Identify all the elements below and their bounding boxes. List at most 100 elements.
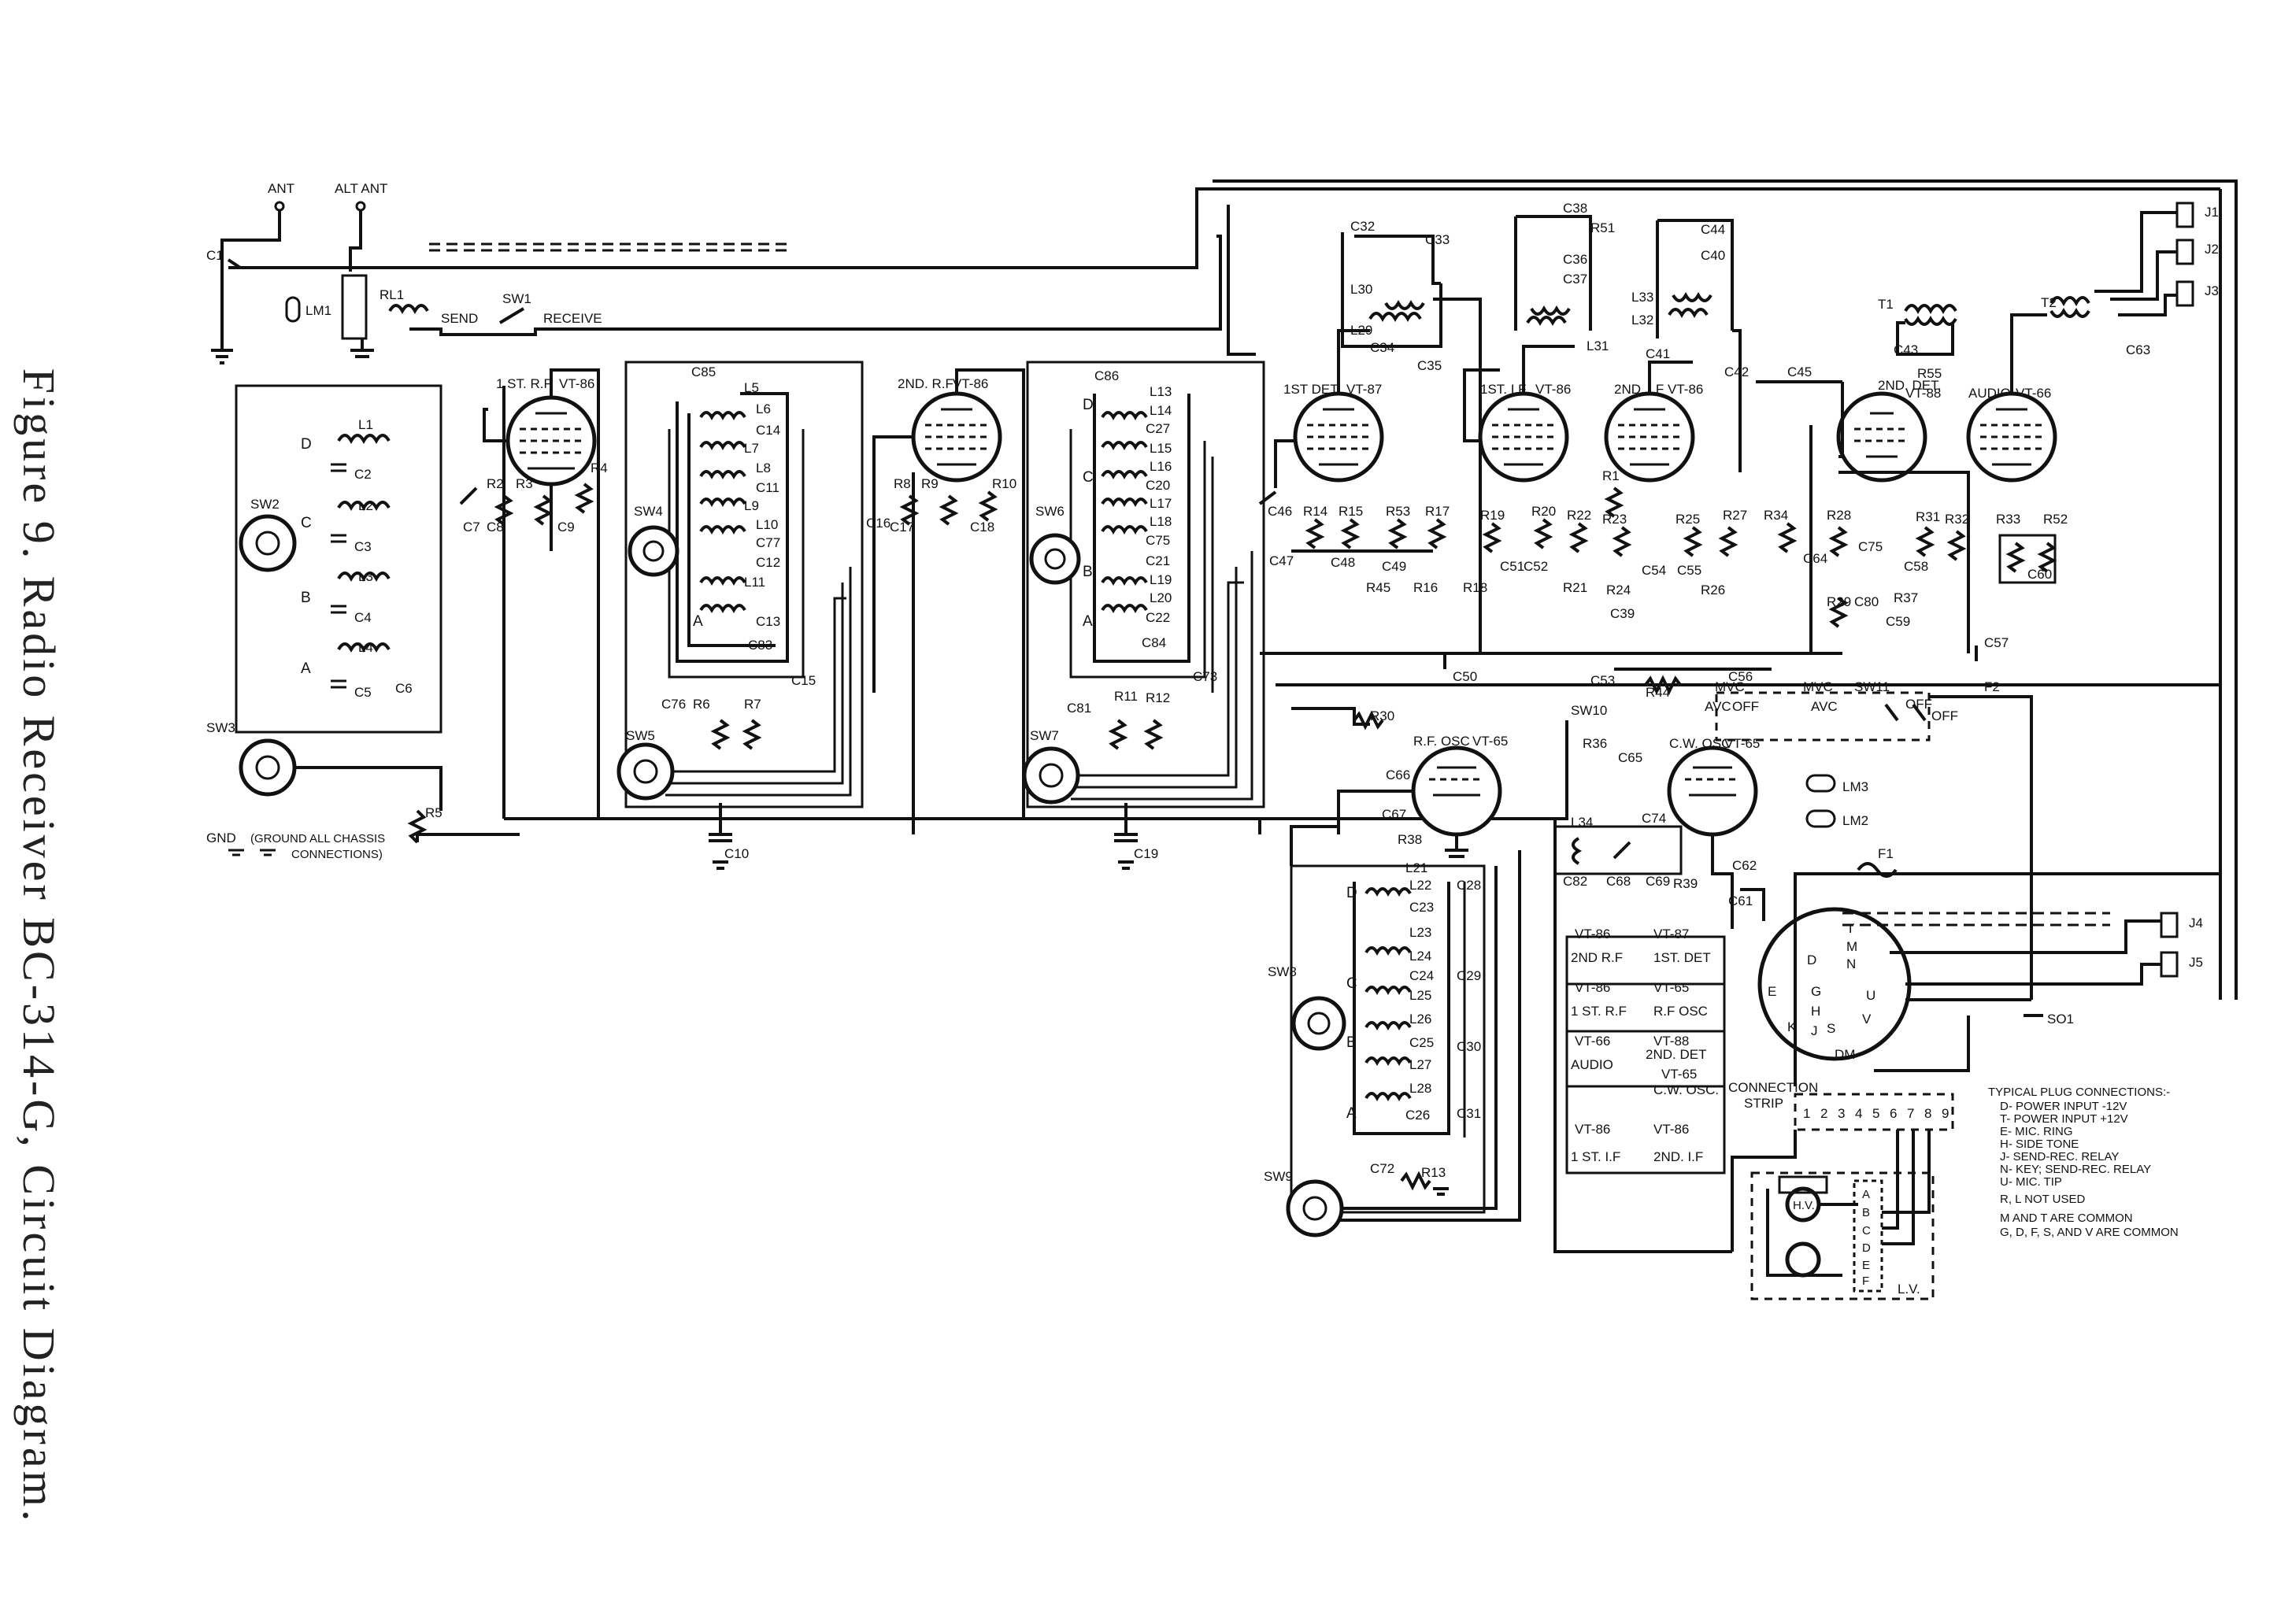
r33-label: R33 bbox=[1996, 512, 2020, 527]
l13-label: L13 bbox=[1150, 384, 1172, 399]
connection-strip-line2: STRIP bbox=[1744, 1096, 1783, 1111]
band-a-label: A bbox=[301, 660, 311, 677]
pin-d: D bbox=[1807, 953, 1816, 967]
c47-label: C47 bbox=[1269, 553, 1294, 568]
sw9-label: SW9 bbox=[1264, 1169, 1293, 1184]
r44-label: R44 bbox=[1646, 685, 1670, 700]
l11-label: L11 bbox=[744, 575, 765, 590]
sw6-switch bbox=[1029, 533, 1081, 585]
l9-label: L9 bbox=[744, 498, 759, 513]
dm-pin-f: F bbox=[1862, 1274, 1869, 1288]
c58-label: C58 bbox=[1904, 559, 1928, 574]
layout-r2-c1: VT-86 bbox=[1575, 980, 1610, 995]
r7-label: R7 bbox=[744, 697, 761, 712]
c45-label: C45 bbox=[1787, 364, 1812, 379]
r16-label: R16 bbox=[1413, 580, 1438, 595]
connection-strip: CONNECTION STRIP 1 2 3 4 5 6 7 8 9 bbox=[1728, 1015, 1970, 1245]
c1-label: C1 bbox=[206, 248, 224, 263]
c6-label: C6 bbox=[395, 681, 413, 696]
layout-r3-c2: AUDIO bbox=[1571, 1057, 1613, 1072]
rf-oscillator: R.F. OSC VT-65 R30 C66 C67 R38 bbox=[1290, 707, 1508, 866]
strip-pin-6: 6 bbox=[1890, 1106, 1897, 1121]
plug-line-1: D- POWER INPUT -12V bbox=[2000, 1100, 2127, 1113]
second-detector-stage: 2ND. DET. VT-88 T1 C43 R55 R34 R28 C75 R… bbox=[1764, 297, 2009, 661]
cw-oscillator: C.W. OSC VT-65 L34 C74 C82 C68 C69 R39 C… bbox=[1553, 736, 1765, 929]
layout-r4-c4: C.W. OSC. bbox=[1653, 1082, 1719, 1097]
pin-g: G bbox=[1811, 984, 1821, 999]
l33-label: L33 bbox=[1631, 290, 1653, 305]
j1-label: J1 bbox=[2205, 205, 2219, 220]
r11-label: R11 bbox=[1114, 689, 1138, 704]
r28-label: R28 bbox=[1827, 508, 1851, 523]
pin-n: N bbox=[1846, 956, 1856, 971]
tube-layout-table: VT-86 2ND R.F VT-87 1ST. DET VT-86 1 ST.… bbox=[1565, 927, 1726, 1175]
pin-m: M bbox=[1846, 939, 1857, 954]
antenna-coil-bank: SW2 D C B A L1 C2 L2 C3 L3 C4 L4 C5 C6 S… bbox=[206, 384, 520, 844]
c61-label: C61 bbox=[1728, 893, 1753, 908]
f1-label: F1 bbox=[1878, 846, 1894, 861]
band-a2-label: A bbox=[693, 613, 703, 630]
rl1-label: RL1 bbox=[380, 287, 404, 302]
pin-t: T bbox=[1846, 921, 1854, 936]
l8-label: L8 bbox=[756, 461, 771, 475]
sw3-switch bbox=[239, 738, 297, 797]
sw11-label: SW11 bbox=[1854, 679, 1890, 694]
layout-r1-c3: VT-87 bbox=[1653, 927, 1689, 941]
c2-label: C2 bbox=[354, 467, 372, 482]
c56-label: C56 bbox=[1728, 669, 1753, 684]
r2-label: R2 bbox=[487, 476, 504, 491]
c46-label: C46 bbox=[1268, 504, 1292, 519]
power-socket-section: LM3 LM2 F1 DM D T E G H J K M N S U V SO… bbox=[1757, 774, 2220, 1062]
plug-line-7: U- MIC. TIP bbox=[2000, 1175, 2062, 1189]
c35-label: C35 bbox=[1417, 358, 1442, 373]
c37-label: C37 bbox=[1563, 272, 1587, 287]
c36-label: C36 bbox=[1563, 252, 1587, 267]
r36-label: R36 bbox=[1583, 736, 1607, 751]
r14-label: R14 bbox=[1303, 504, 1327, 519]
c64-label: C64 bbox=[1803, 551, 1827, 566]
sw7-label: SW7 bbox=[1030, 728, 1059, 743]
r37-label: R37 bbox=[1894, 590, 1918, 605]
dm-pin-c: C bbox=[1862, 1224, 1871, 1237]
layout-r3-c1: VT-66 bbox=[1575, 1034, 1610, 1049]
l31-label: L31 bbox=[1587, 338, 1609, 353]
r45-label: R45 bbox=[1366, 580, 1390, 595]
avc2-label: AVC bbox=[1811, 699, 1838, 714]
pin-e: E bbox=[1768, 984, 1776, 999]
c25-label: C25 bbox=[1409, 1035, 1434, 1050]
r3-label: R3 bbox=[516, 476, 533, 491]
c23-label: C23 bbox=[1409, 900, 1434, 915]
r15-label: R15 bbox=[1339, 504, 1363, 519]
c18-label: C18 bbox=[970, 520, 994, 535]
r18-label: R18 bbox=[1463, 580, 1487, 595]
c82-label: C82 bbox=[1563, 874, 1587, 889]
c11-label: C11 bbox=[756, 480, 779, 495]
r52-label: R52 bbox=[2043, 512, 2068, 527]
r10-label: R10 bbox=[992, 476, 1016, 491]
layout-r3-c3: VT-88 bbox=[1653, 1034, 1689, 1049]
strip-pin-2: 2 bbox=[1820, 1106, 1827, 1121]
l25-label: L25 bbox=[1409, 988, 1431, 1003]
strip-pin-3: 3 bbox=[1838, 1106, 1845, 1121]
r25-label: R25 bbox=[1675, 512, 1700, 527]
j2-label: J2 bbox=[2205, 242, 2219, 257]
l15-label: L15 bbox=[1150, 441, 1172, 456]
l17-label: L17 bbox=[1150, 496, 1172, 511]
c16-label: C16 bbox=[866, 516, 891, 531]
l1-label: L1 bbox=[358, 417, 373, 432]
layout-r2-c3: VT-65 bbox=[1653, 980, 1689, 995]
c10-label: C10 bbox=[724, 846, 749, 861]
l23-label: L23 bbox=[1409, 925, 1431, 940]
tube-1st-det-type: VT-87 bbox=[1346, 382, 1382, 397]
so1-socket bbox=[1757, 907, 1912, 1061]
c76-label: C76 bbox=[661, 697, 686, 712]
c75b-label: C75 bbox=[1858, 539, 1883, 554]
l16-label: L16 bbox=[1150, 459, 1172, 474]
l28-label: L28 bbox=[1409, 1081, 1431, 1096]
c5-label: C5 bbox=[354, 685, 372, 700]
layout-r3-c4: 2ND. DET bbox=[1646, 1047, 1706, 1062]
c69-label: C69 bbox=[1646, 874, 1670, 889]
off-label: OFF bbox=[1732, 699, 1759, 714]
l6-label: L6 bbox=[756, 401, 771, 416]
c9-label: C9 bbox=[557, 520, 575, 535]
